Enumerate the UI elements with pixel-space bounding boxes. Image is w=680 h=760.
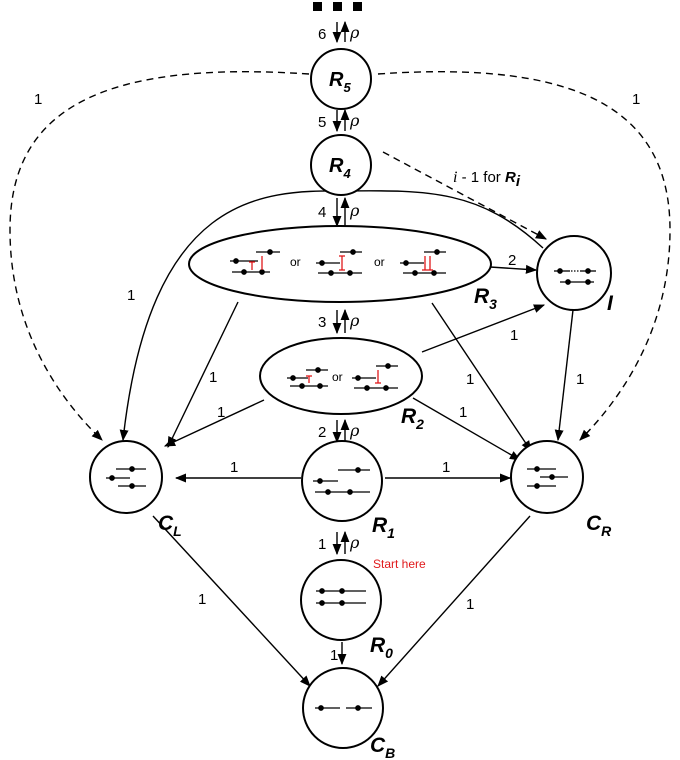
label-r4-cl: 1 [127,287,135,304]
r3-label: R3 [474,285,497,312]
rho-label-1: ρ [349,533,360,552]
label-r5-cr: 1 [632,91,640,108]
edge-r2-to-cl [163,399,265,447]
edge-cl-to-cb [152,515,311,687]
edge-i-to-cr [554,309,574,442]
step-6-label: 6 [318,26,326,43]
step-2-label: 2 [318,424,326,441]
label-r5-cl: 1 [34,91,42,108]
node-r4: R4 [310,134,372,196]
label-r2-cl: 1 [217,404,225,421]
r2-config-b [352,363,398,391]
rho-label-3: ρ [349,311,360,330]
label-i-cr: 1 [576,371,584,388]
label-cr-cb: 1 [466,596,474,613]
continuation-marker [313,2,362,11]
node-r3: or or R3 [188,225,497,312]
node-r5: R5 [310,48,372,110]
r3-config-a [230,249,280,275]
node-cl: CL [89,440,182,539]
r0-label: R0 [370,634,393,661]
rho-label-4: ρ [349,201,360,220]
start-here-label: Start here [373,557,426,571]
step-3-label: 3 [318,314,326,331]
label-r2-cr: 1 [459,404,467,421]
label-r1-cl: 1 [230,459,238,476]
label-r1-cr: 1 [442,459,450,476]
edge-r3-to-i [489,264,538,274]
edge-r2-to-i [421,304,546,353]
node-r0: R0 [300,559,393,661]
edge-r2-to-cr [412,397,521,461]
edge-r5-to-cl [9,71,310,441]
step-1-label: 1 [318,536,326,553]
r1-label: R1 [372,514,395,541]
or-text-1: or [290,255,301,269]
cl-label: CL [158,512,182,539]
edge-r4-to-i [382,151,547,240]
i-label: I [607,292,614,315]
label-cl-cb: 1 [198,591,206,608]
edge-r3-to-cl [167,301,239,449]
svg-text:R5: R5 [329,69,351,95]
r3-config-c [400,249,446,276]
cb-label: CB [370,734,395,760]
edge-r5-to-cr [377,71,671,441]
rho-label-5: ρ [349,111,360,130]
svg-text:R4: R4 [329,155,351,181]
or-text-2: or [374,255,385,269]
rho-label-6: ρ [349,23,360,42]
node-cb: CB [302,667,395,760]
step-0-label: 1 [330,647,338,664]
edge-r3-to-cr [431,302,532,452]
label-r2-i: 1 [510,327,518,344]
cr-label: CR [586,512,612,539]
node-cr: CR [510,440,612,539]
ri-annotation: i - 1 for Ri [453,169,521,190]
chain-arrows [332,20,350,666]
r3-config-b [316,249,362,276]
r2-label: R2 [401,405,424,432]
label-r3-i: 2 [508,252,516,269]
label-r3-cr: 1 [466,371,474,388]
node-r2: or R2 [259,337,424,432]
node-r1: R1 [301,440,395,541]
rho-label-2: ρ [349,421,360,440]
step-4-label: 4 [318,204,326,221]
label-r3-cl: 1 [209,369,217,386]
r2-config-a [287,367,328,389]
step-5-label: 5 [318,114,326,131]
edge-i-to-r4-top [119,190,544,442]
node-i: I [536,235,614,315]
or-text-3: or [332,370,343,384]
edge-cr-to-cb [377,515,531,687]
